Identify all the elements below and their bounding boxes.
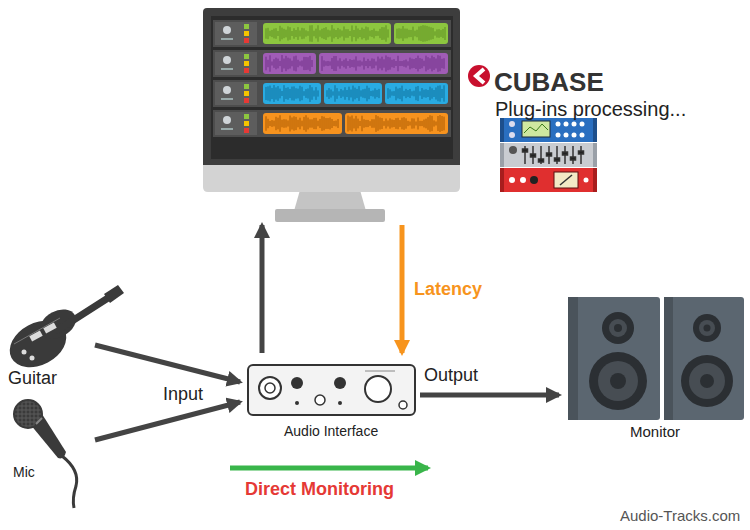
computer-illustration	[203, 8, 460, 222]
device-label: Audio Interface	[284, 423, 378, 439]
microphone-illustration	[14, 400, 77, 508]
guitar-illustration	[2, 285, 124, 377]
direct-monitoring-label: Direct Monitoring	[243, 479, 396, 500]
source-label: Guitar	[8, 368, 57, 389]
signal-arrow	[95, 402, 240, 440]
processing-caption: Plug-ins processing...	[495, 98, 686, 121]
input-label: Input	[161, 384, 205, 405]
direct-monitoring-arrow	[230, 466, 428, 471]
software-logo-text: CUBASE	[494, 68, 604, 98]
computer-node: CUBASEPlug-ins processing...	[203, 8, 710, 222]
watermark: Audio-Tracks.com	[618, 507, 742, 524]
audio-interface-illustration	[248, 365, 415, 415]
latency-label: Latency	[412, 279, 484, 300]
audio-interface-node: Audio Interface	[248, 365, 415, 443]
signal-arrow	[400, 225, 405, 353]
monitor-speakers	[568, 297, 744, 420]
source-label: Mic	[13, 464, 35, 480]
signal-arrow	[95, 345, 240, 382]
plugin-racks	[500, 118, 597, 192]
mic-node: Mic	[5, 398, 95, 510]
signal-arrow	[420, 393, 559, 398]
output-label: Output	[422, 365, 480, 386]
monitor-node: Monitor	[566, 296, 746, 446]
cubase-logo-icon	[468, 65, 490, 87]
device-label: Monitor	[630, 423, 680, 440]
guitar-node: Guitar	[5, 283, 127, 393]
signal-arrow	[260, 225, 265, 353]
